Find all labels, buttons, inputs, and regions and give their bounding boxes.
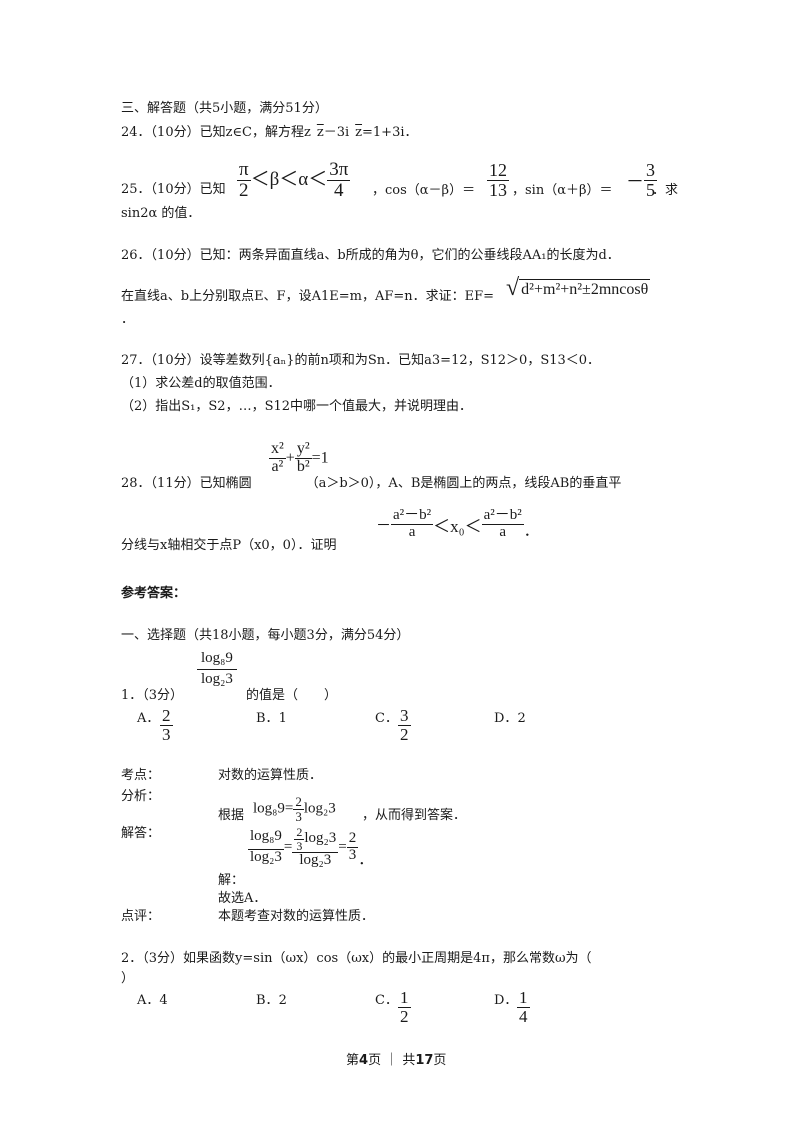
q1-dianping-label: 点评：	[121, 909, 161, 924]
q1-kaodian-label: 考点：	[121, 768, 161, 783]
question-25: 25．（10分）已知	[121, 182, 226, 197]
q27-line2: （1）求公差d的取值范围．	[121, 376, 281, 391]
q1-option-a: A．	[137, 711, 160, 726]
q25-sin-text: ，sin（α＋β）＝	[512, 183, 613, 198]
q1-fenxi-post: ，从而得到答案．	[362, 808, 467, 823]
q1-dianping: 本题考查对数的运算性质．	[218, 909, 375, 924]
q1-kaodian: 对数的运算性质．	[218, 768, 323, 783]
q1-jie: 解：	[218, 873, 245, 888]
q27-line1: 27．（10分）设等差数列{aₙ}的前n项和为Sn．已知a3=12，S12＞0，…	[121, 353, 601, 368]
q26-line2: 在直线a、b上分别取点E、F，设A1E=m，AF=n．求证：EF=	[121, 289, 495, 304]
q28-line1: 28．（11分）已知椭圆（a＞b＞0），A、B是椭圆上的两点，线段AB的垂直平	[121, 476, 622, 491]
q2-option-a: A．4	[137, 993, 168, 1008]
q2-line2: ）	[121, 971, 135, 986]
q2-line1: 2．（3分）如果函数y=sin（ωx）cos（ωx）的最小正周期是4π，那么常数…	[121, 951, 592, 966]
q1-jieda-label: 解答：	[121, 826, 161, 841]
section1-heading: 一、选择题（共18小题，每小题3分，满分54分）	[121, 628, 410, 643]
q1-option-d: D．2	[494, 711, 526, 726]
q25-line2: sin2α 的值．	[121, 206, 201, 221]
q1-guxuan: 故选A．	[218, 891, 267, 906]
q28-line2: 分线与x轴相交于点P（x0，0）．证明	[121, 538, 337, 553]
page-footer: 第4页 ｜ 共17页	[346, 1053, 447, 1068]
q25-cos-text: ，cos（α－β）＝	[372, 183, 476, 198]
answers-heading: 参考答案：	[121, 586, 187, 601]
section3-heading: 三、解答题（共5小题，满分51分）	[121, 101, 328, 116]
q2-option-c: C．	[375, 993, 398, 1008]
q1-option-c: C．	[375, 711, 398, 726]
q27-line3: （2）指出S₁，S2，…，S12中哪一个值最大，并说明理由．	[121, 399, 473, 414]
q1-fenxi-pre: 根据	[218, 808, 245, 823]
q26-line3: ．	[121, 312, 135, 327]
q26-sqrt: √d²+m²+n²±2mncosθ	[506, 275, 651, 301]
q2-option-d: D．	[494, 993, 518, 1008]
q2-option-b: B．2	[256, 993, 287, 1008]
q1-label: 1．（3分）	[121, 688, 184, 703]
q1-option-b: B．1	[256, 711, 287, 726]
q1-fenxi-label: 分析：	[121, 789, 161, 804]
q26-line1: 26．（10分）已知：两条异面直线a、b所成的角为θ，它们的公垂线段AA₁的长度…	[121, 248, 620, 263]
q1-rest: 的值是（ ）	[246, 688, 338, 703]
q25-end: ．求	[652, 183, 679, 198]
